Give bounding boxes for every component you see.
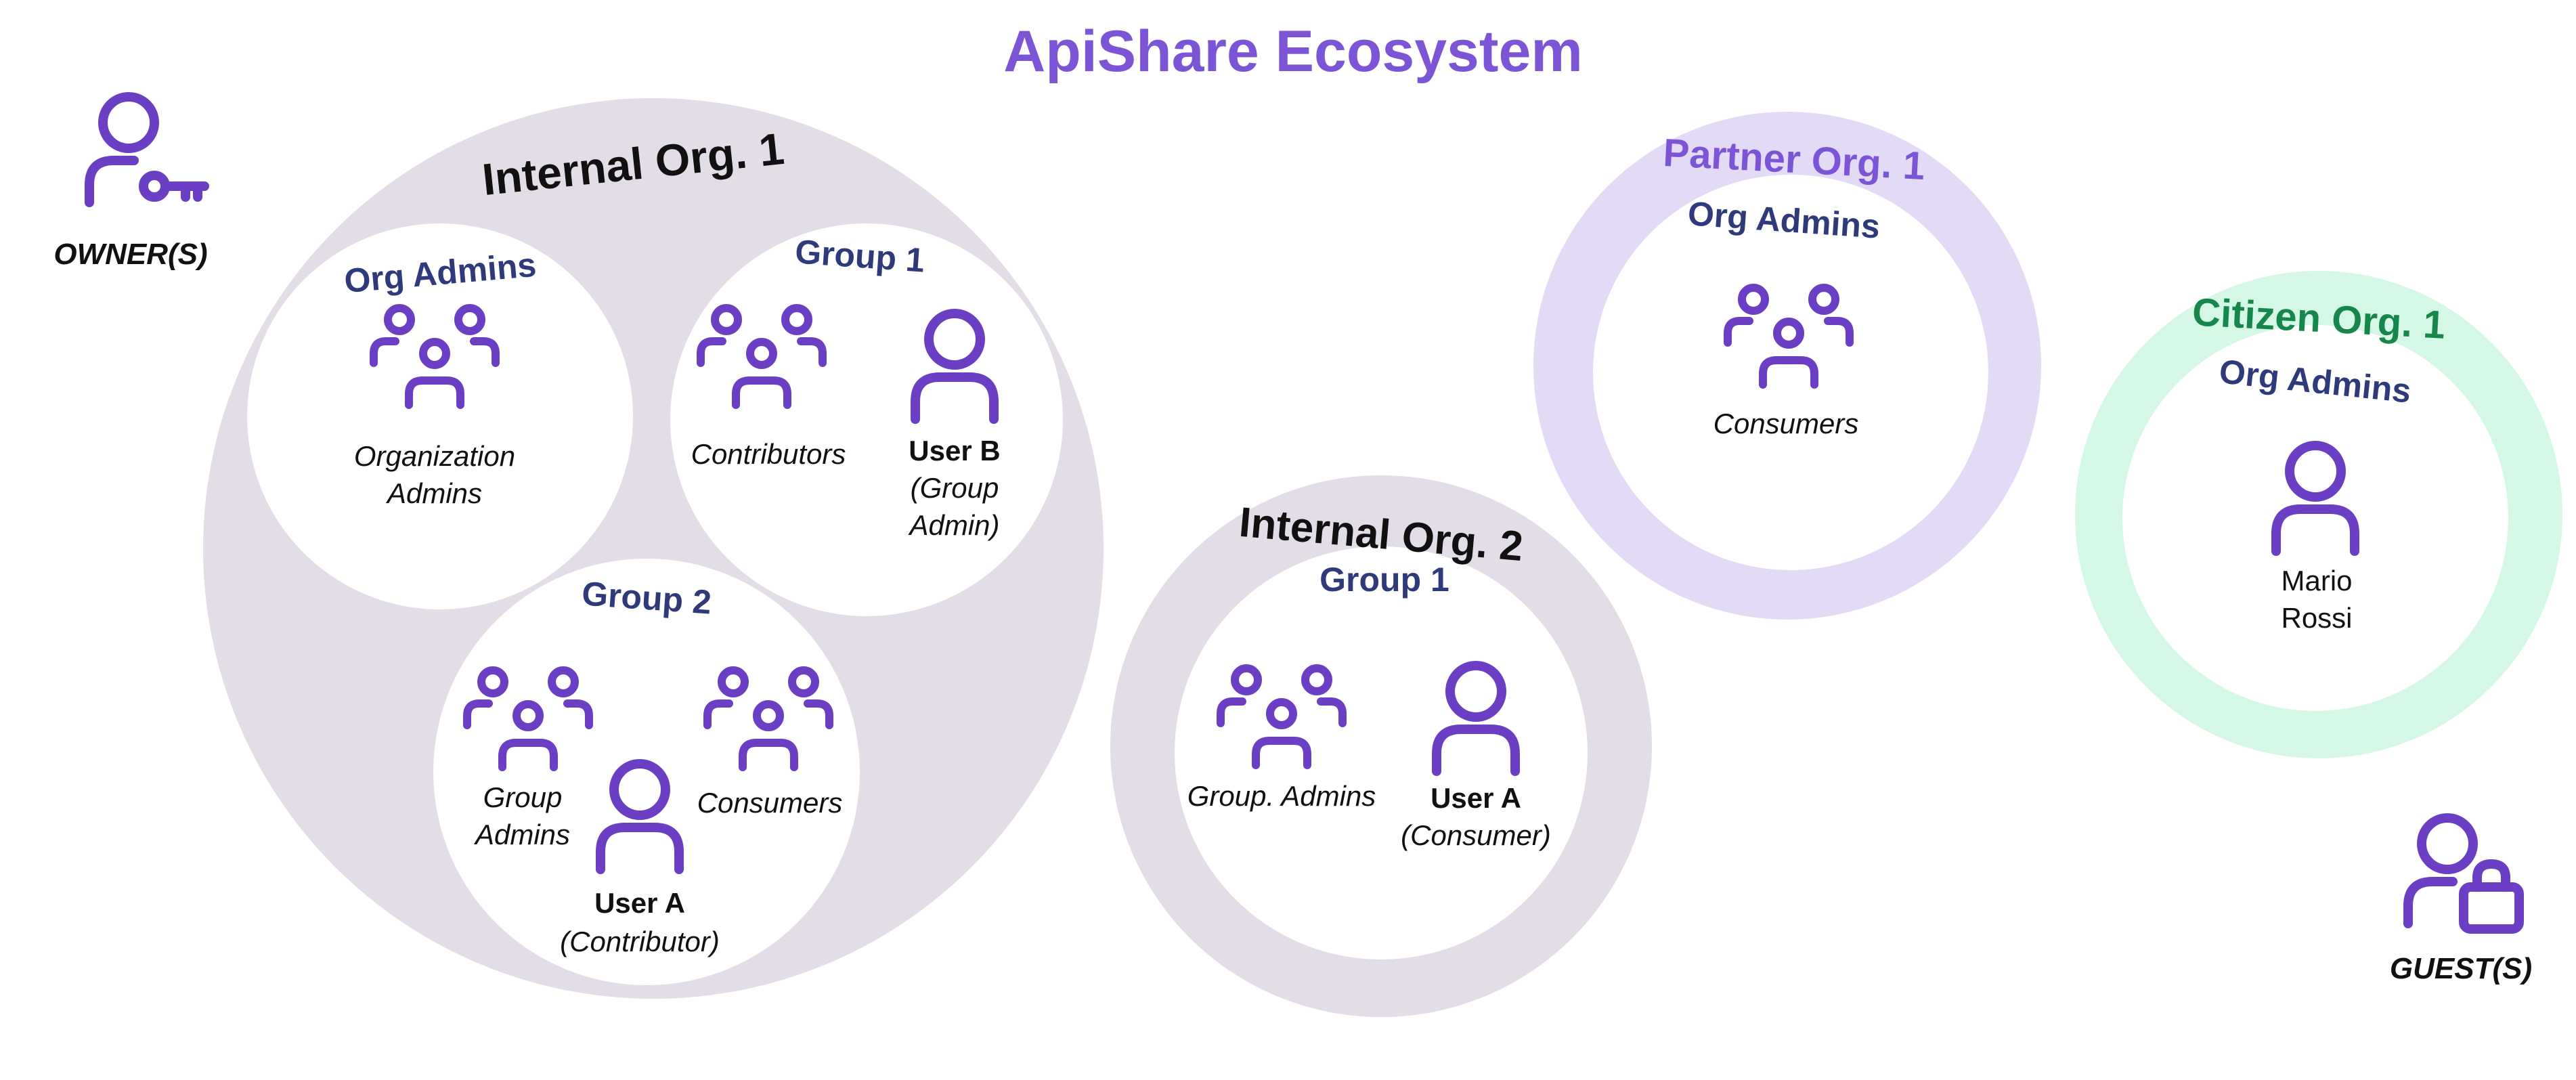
internal-org-1-group-2: Group 2 Group Admins Consumers User A (C… [433,559,860,985]
mario-rossi-label-2: Rossi [2281,602,2352,634]
user-a-name: User A [594,887,685,919]
group-1-circle [670,223,1063,616]
internal-org-2-group-circle [1175,546,1588,959]
user-a-role: (Consumer) [1401,819,1551,851]
guest-label: GUEST(S) [2390,952,2532,985]
citizen-org-1-inner-circle [2122,325,2508,711]
page-title: ApiShare Ecosystem [1003,19,1583,84]
internal-org-1: Internal Org. 1 Org Admins Organization … [203,98,1104,999]
organization-admins-label-2: Admins [385,477,482,509]
partner-org-1-inner-circle [1593,175,1988,570]
internal-org-2: Internal Org. 2 Group 1 Group. Admins Us… [1110,475,1652,1017]
group-2-title: Group 2 [581,574,713,621]
user-b-role-1: (Group [911,472,999,504]
owner-label: OWNER(S) [53,238,207,271]
owner-legend: OWNER(S) [53,92,209,271]
group-admins-label-2: Admins [473,819,570,850]
group-admins-label: Group. Admins [1187,780,1376,812]
guest-legend: GUEST(S) [2390,813,2532,985]
user-b-role-2: Admin) [907,509,999,541]
user-b-name: User B [909,435,1000,467]
consumers-label: Consumers [697,787,843,819]
partner-org-1: Partner Org. 1 Org Admins Consumers [1533,112,2041,620]
consumers-label: Consumers [1713,408,1859,439]
org-admins-circle [247,223,633,609]
internal-org-1-group-1: Group 1 Contributors User B (Group Admin… [670,223,1063,616]
group-2-circle [433,559,860,985]
user-a-name: User A [1431,782,1521,814]
user-a-role: (Contributor) [560,926,720,957]
person-key-icon [85,92,209,207]
organization-admins-label-1: Organization [354,440,515,472]
internal-org-1-org-admins: Org Admins Organization Admins [247,223,633,609]
group-1-title: Group 1 [794,232,926,279]
group-admins-label-1: Group [483,781,563,813]
group-1-title: Group 1 [1319,561,1449,599]
citizen-org-1: Citizen Org. 1 Org Admins Mario Rossi [2075,271,2562,758]
person-lock-icon [2403,813,2524,934]
mario-rossi-label-1: Mario [2281,565,2352,597]
contributors-label: Contributors [691,438,846,470]
